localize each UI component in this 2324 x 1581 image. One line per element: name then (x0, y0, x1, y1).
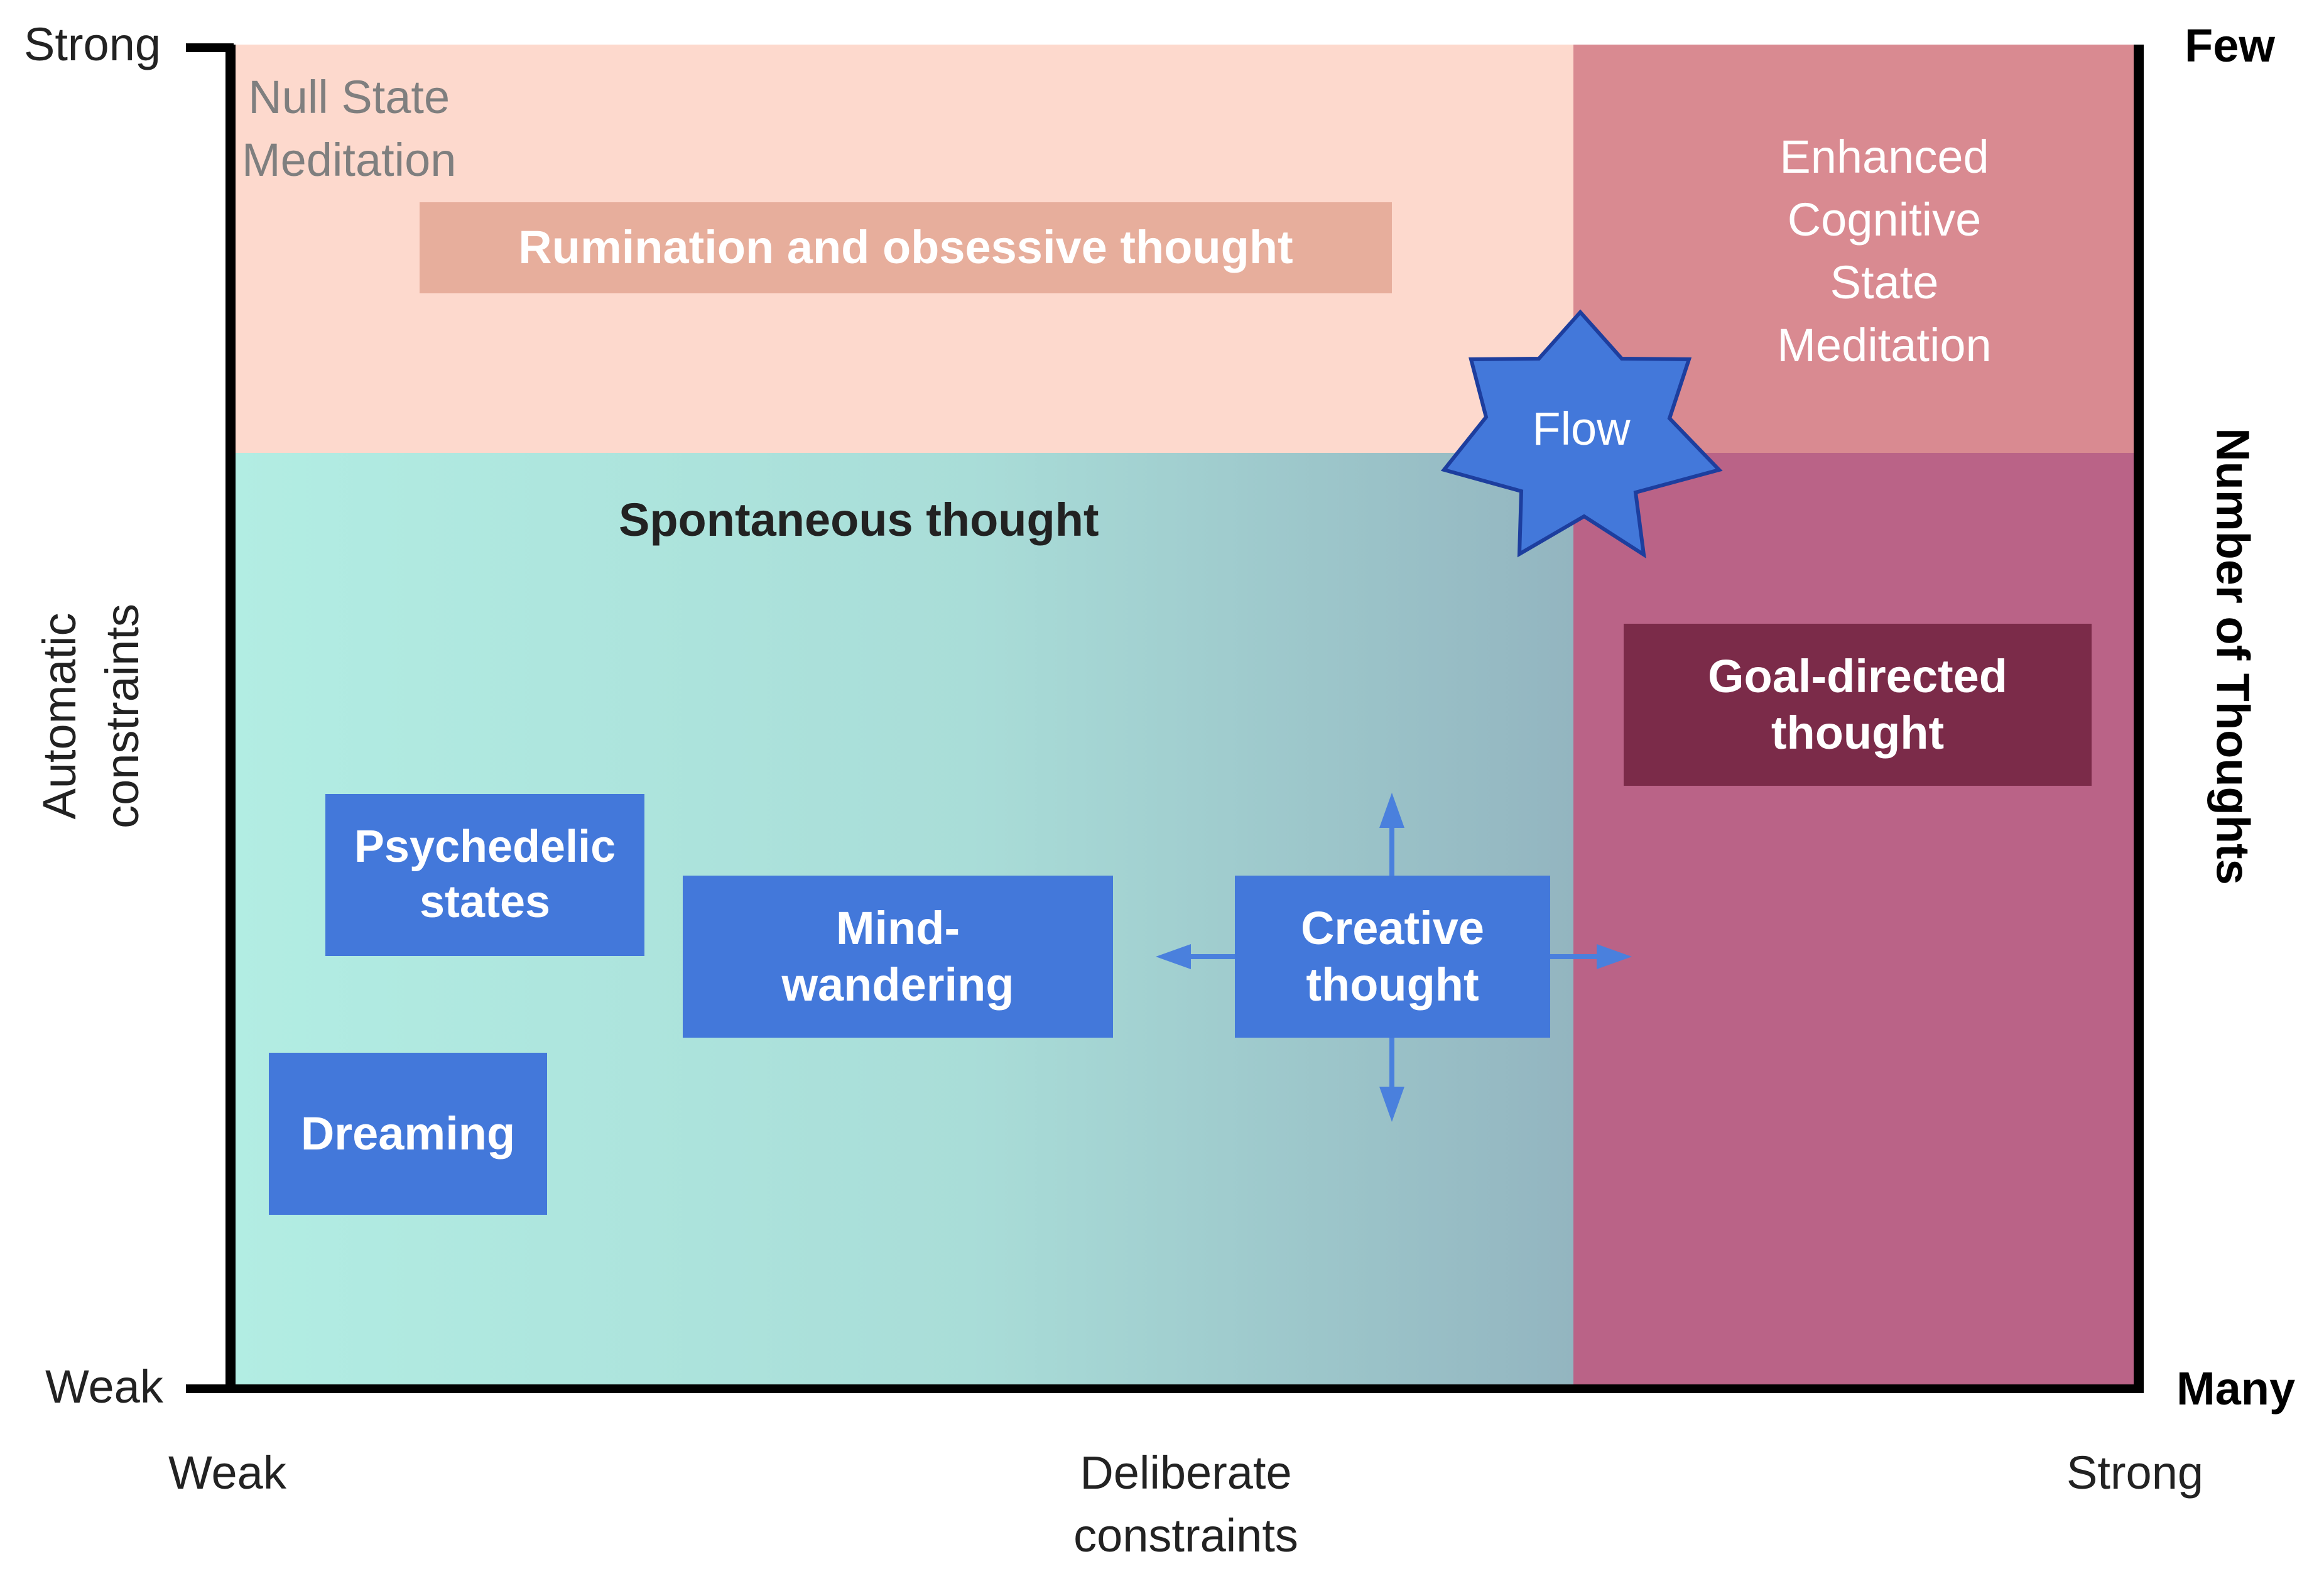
y-axis-weak-label: Weak (45, 1361, 163, 1413)
mind-wandering-box: Mind- wandering (683, 876, 1113, 1038)
y-axis-strong-label: Strong (24, 18, 161, 70)
right-axis-few-label: Few (2185, 19, 2275, 72)
right-axis-many-label: Many (2176, 1362, 2296, 1415)
psychedelic-states-box: Psychedelic states (325, 794, 644, 956)
enhanced-cognitive-meditation-label: Enhanced Cognitive State Meditation (1777, 131, 1992, 371)
right-axis-title: Number of Thoughts (2207, 428, 2259, 885)
flow-star-icon (1440, 309, 1723, 559)
rumination-box: Rumination and obsessive thought (420, 202, 1392, 293)
arrow-up-icon (1379, 793, 1404, 876)
spontaneous-thought-label: Spontaneous thought (619, 494, 1099, 546)
x-axis-weak-label: Weak (168, 1447, 286, 1499)
dreaming-box: Dreaming (269, 1053, 547, 1215)
axes (186, 43, 2144, 1393)
arrow-left-icon (1156, 944, 1235, 969)
x-axis-title: Deliberate constraints (1073, 1447, 1298, 1562)
x-axis-strong-label: Strong (2066, 1447, 2204, 1499)
goal-directed-region (1573, 453, 2136, 1385)
flow-label: Flow (1532, 403, 1631, 455)
y-axis-title: Automatic constraints (33, 604, 148, 829)
goal-directed-box: Goal-directed thought (1624, 624, 2092, 786)
null-state-meditation-label: Null State Meditation (242, 71, 457, 186)
creative-thought-box: Creative thought (1235, 876, 1550, 1038)
arrow-right-icon (1550, 944, 1632, 969)
arrow-down-icon (1379, 1038, 1404, 1122)
